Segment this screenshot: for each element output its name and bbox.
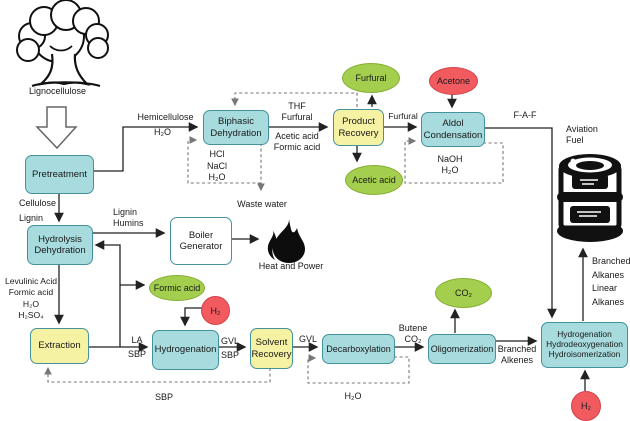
flame-icon xyxy=(267,217,305,263)
fuel-barrel-icon xyxy=(557,154,623,242)
product-acetic-acid: Acetic acid xyxy=(345,165,403,195)
label-thf-furfural: THF Furfural xyxy=(281,101,313,122)
product-co2: CO₂ xyxy=(435,278,492,308)
node-biphasic-dehydration: Biphasic Dehydration xyxy=(203,110,269,145)
label-naoh-h2o: NaOH H₂O xyxy=(437,154,463,175)
label-hemicellulose: Hemicellulose xyxy=(137,112,194,122)
node-extraction: Extraction xyxy=(30,328,89,364)
label-hcl-nacl-h2o: HCl NaCl H₂O xyxy=(206,149,227,183)
tree-icon xyxy=(16,0,109,87)
node-upgrading: Hydrogenation Hydrodeoxygenation Hydrois… xyxy=(541,322,628,368)
label-furfural-stream: Furfural xyxy=(388,111,418,121)
label-lignocellulose: Lignocellulose xyxy=(28,86,87,96)
reagent-h2-mid: H₂ xyxy=(201,296,230,325)
reagent-acetone: Acetone xyxy=(429,67,478,95)
feed-arrow-icon xyxy=(35,106,78,150)
label-lignin-humins: Lignin Humins xyxy=(113,207,144,228)
label-cellulose-lignin: Cellulose Lignin xyxy=(19,198,57,223)
label-h2o-feed: H₂O xyxy=(154,127,171,137)
node-oligomerization: Oligomerization xyxy=(428,334,496,364)
label-levulinic-mix: Levulinic Acid Formic acid H₂O H₂SO₄ xyxy=(4,276,58,321)
label-gvl-sbp: GVL SBP xyxy=(220,336,239,360)
node-decarboxylation: Decarboxylation xyxy=(322,334,395,364)
label-alkanes-out: Branched Alkanes Linear Alkanes xyxy=(592,256,630,307)
label-faf: F-A-F xyxy=(513,110,537,120)
node-boiler-generator: Boiler Generator xyxy=(170,217,232,265)
node-aldol-condensation: Aldol Condensation xyxy=(421,112,485,147)
label-aviation-fuel: Aviation Fuel xyxy=(566,124,598,145)
label-acetic-formic: Acetic acid Formic acid xyxy=(273,131,321,152)
node-hydrolysis-dehydration: Hydrolysis Dehydration xyxy=(27,225,93,265)
reagent-h2-bottom: H₂ xyxy=(571,391,601,421)
node-hydrogenation: Hydrogenation xyxy=(152,330,219,370)
label-sbp-recycle: SBP xyxy=(154,392,173,402)
label-gvl: GVL xyxy=(298,334,317,344)
product-furfural: Furfural xyxy=(342,63,400,93)
label-waste-water: Waste water xyxy=(237,199,287,209)
node-product-recovery: Product Recovery xyxy=(333,109,384,146)
label-la-sbp: LA SBP xyxy=(127,335,146,359)
label-heat-and-power: Heat and Power xyxy=(258,261,324,271)
label-h2o-recycle: H₂O xyxy=(344,391,362,401)
node-pretreatment: Pretreatment xyxy=(25,155,94,194)
node-solvent-recovery: Solvent Recovery xyxy=(250,328,293,369)
label-branched-alkenes: Branched Alkenes xyxy=(497,344,537,365)
label-butene-co2: Butene CO₂ xyxy=(398,323,428,344)
product-formic-acid: Formic acid xyxy=(149,275,205,301)
